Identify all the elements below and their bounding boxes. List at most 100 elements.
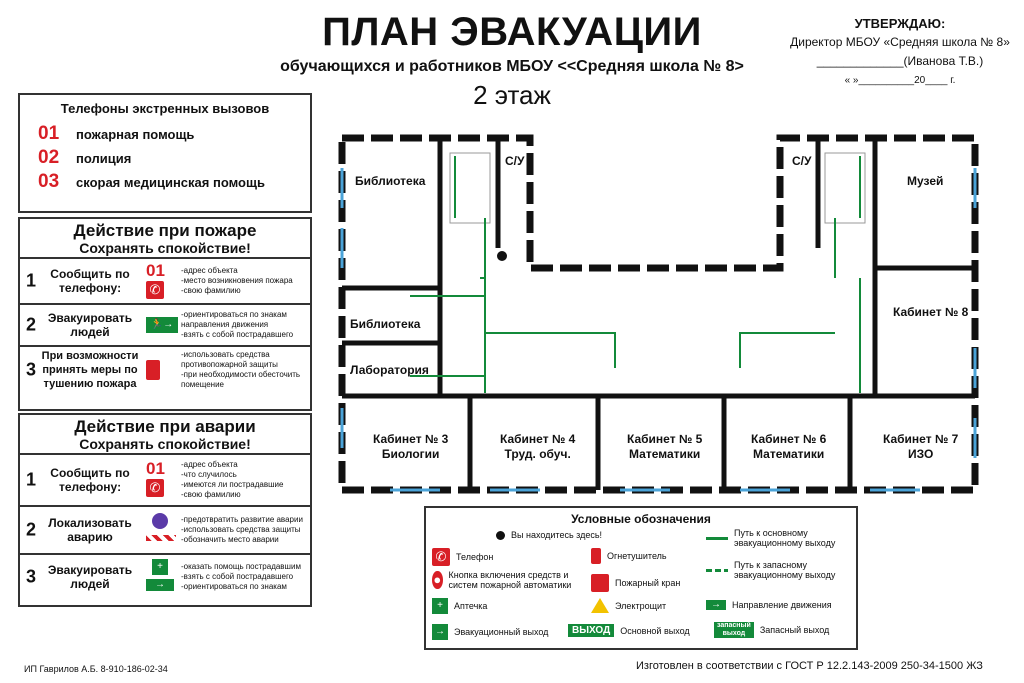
approval-block: УТВЕРЖДАЮ: Директор МБОУ «Средняя школа … [780,14,1020,90]
room-cab-3: Кабинет № 3 Биологии [373,432,449,461]
room-cab-7: Кабинет № 7 ИЗО [883,432,959,461]
step-number: 2 [26,519,37,540]
phone-label: скорая медицинская помощь [76,174,265,190]
step-text: Сообщить по телефону: [50,466,130,494]
accident-step-3: 3 Эвакуировать людей + → -оказать помощь… [20,555,310,599]
legend-label: Направление движения [732,600,832,610]
step-notes: -использовать средства противопожарной з… [181,350,301,389]
plan-title: ПЛАН ЭВАКУАЦИИ [322,10,702,54]
floor-plan [338,134,979,494]
phone-icon: ✆ [146,479,164,497]
legend-panel-item: Электрощит [591,598,666,613]
step-notes: -оказать помощь пострадавшим -взять с со… [181,562,301,591]
legend-label: Телефон [456,552,494,562]
fire-heading: Действие при пожаре [73,221,257,240]
fire-step-1: 1 Сообщить по телефону: 01 ✆ -адрес объе… [20,259,310,305]
step-number: 1 [26,469,37,490]
legend-extinguisher: Огнетушитель [591,548,667,564]
legend-label: Путь к запасному эвакуационному выходу [734,560,836,580]
step-notes: -предотвратить развитие аварии -использо… [181,515,303,544]
legend-route-spare: Путь к запасному эвакуационному выходу [706,560,852,580]
room-cab-8: Кабинет № 8 [893,305,969,319]
legend-label: Путь к основному эвакуационному выходу [734,528,836,548]
room-cab-5: Кабинет № 5 Математики [627,432,703,461]
hazard-icons [146,513,176,541]
accident-heading: Действие при аварии [74,417,256,436]
room-laboratory: Лаборатория [350,363,429,377]
fire-step-3: 3 При возможности принять меры по тушени… [20,347,310,393]
fire-subheading: Сохранять спокойствие! [20,240,310,259]
approval-line3: « »__________20____ г. [844,75,956,86]
plan-subtitle: обучающихся и работников МБОУ <<Средняя … [280,58,744,75]
legend-label: Эвакуационный выход [454,627,549,637]
fire-alarm-button-icon: ● [432,571,443,589]
phone-badge: 01 ✆ [146,261,165,299]
legend-you-are-here: Вы находитесь здесь! [496,530,602,540]
phone-badge: 01 ✆ [146,459,165,497]
windows [340,168,977,492]
approval-line2: _____________(Иванова Т.В.) [816,54,984,68]
exit-sign-icon: 🏃→ [146,317,178,333]
legend-label: Запасный выход [759,625,830,635]
phone-number: 02 [38,147,60,168]
phone-icon: ✆ [432,548,450,566]
first-aid-icon: + [432,598,448,614]
hydrant-icon [591,574,609,592]
staircases [449,152,866,224]
legend-exit: → Эвакуационный выход [432,624,548,640]
you-are-here-marker [497,251,507,261]
fire-step-2: 2 Эвакуировать людей 🏃→ -ориентироваться… [20,305,310,347]
spare-exit-tag: запасный выход [714,622,754,638]
legend-title: Условные обозначения [571,512,711,526]
step-text: Эвакуировать людей [47,563,133,591]
legend-label: Огнетушитель [607,551,667,561]
step-text: Сообщить по телефону: [50,267,130,295]
legend-panel: Условные обозначения Вы находитесь здесь… [424,506,858,650]
phone-row: 01 пожарная помощь [38,122,310,146]
walls [338,134,979,494]
accident-subheading: Сохранять спокойствие! [20,436,310,455]
accident-step-1: 1 Сообщить по телефону: 01 ✆ -адрес объе… [20,455,310,507]
extinguisher-icon [591,548,601,564]
phone-number: 03 [38,171,60,192]
room-library-1: Библиотека [355,174,426,188]
step-text: Эвакуировать людей [47,311,133,339]
legend-hydrant: Пожарный кран [591,574,680,592]
room-cab-4: Кабинет № 4 Труд. обуч. [500,432,576,461]
legend-route-main: Путь к основному эвакуационному выходу [706,528,852,548]
room-museum: Музей [907,174,944,188]
legend-label: Вы находитесь здесь! [511,530,603,540]
spare-tag-line2: выход [722,630,746,637]
legend-aid: + Аптечка [432,598,487,614]
step-number: 2 [26,314,37,335]
step-notes: -адрес объекта -место возникновения пожа… [181,266,293,295]
legend-label: Электрощит [615,600,667,611]
direction-arrow-icon: → [706,600,726,610]
room-library-2: Библиотека [350,317,421,331]
phone-label: пожарная помощь [76,126,195,142]
legend-label: Пожарный кран [615,578,681,588]
evacuation-routes [410,156,861,393]
phone-icon: ✆ [146,281,164,299]
step-text: Локализовать аварию [48,516,132,544]
legend-phone: ✆ Телефон [432,548,493,566]
step-notes: -ориентироваться по знакам направления д… [181,310,294,339]
legend-spare-exit: запасный выход Запасный выход [714,622,829,638]
exit-sign-icon: → [146,579,174,591]
room-wc-2: С/У [792,154,812,168]
room-wc-1: С/У [505,154,525,168]
badge-number: 01 [146,261,165,280]
phone-row: 03 скорая медицинская помощь [38,170,310,194]
dot-icon [496,530,505,540]
phones-title: Телефоны экстренных вызовов [60,101,270,116]
floor-label: 2 этаж [473,80,551,110]
badge-number: 01 [146,459,165,478]
approval-heading: УТВЕРЖДАЮ: [854,16,946,31]
fire-actions-panel: Действие при пожаре Сохранять спокойстви… [18,217,312,411]
dashed-route-icon [706,568,728,572]
step-number: 3 [26,566,37,587]
first-aid-icon: + [152,559,168,575]
legend-main-exit: ВЫХОД Основной выход [568,624,690,637]
legend-label: Основной выход [620,625,690,636]
spare-tag-line1: запасный [717,622,751,629]
